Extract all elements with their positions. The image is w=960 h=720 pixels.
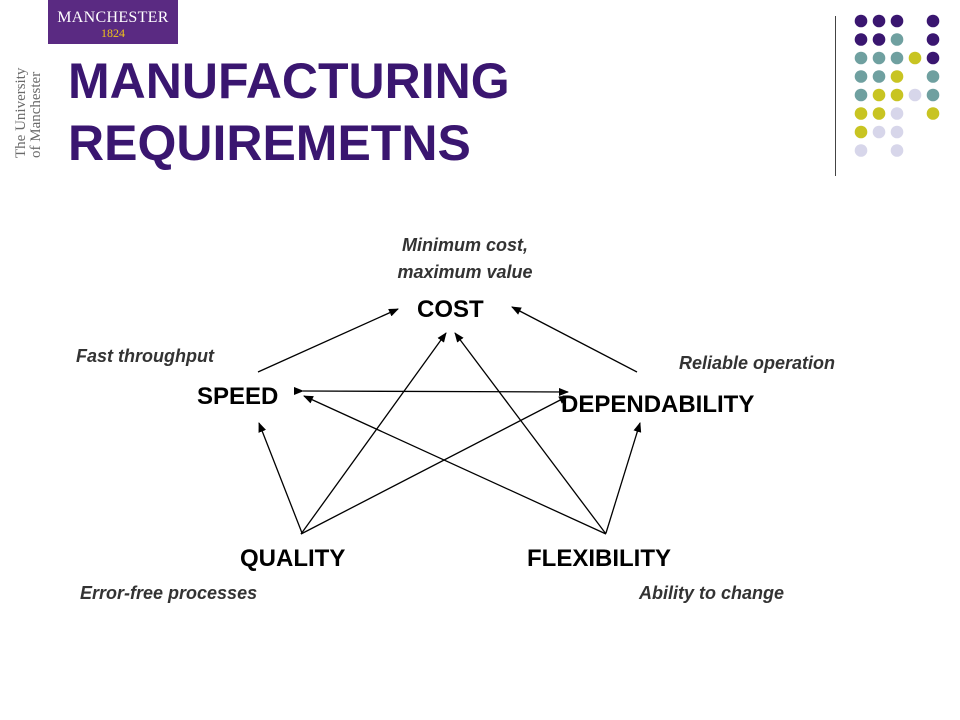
decoration-dot bbox=[926, 14, 940, 28]
cost-note: Minimum cost, maximum value bbox=[370, 232, 560, 286]
decoration-dot bbox=[872, 51, 886, 65]
speed-note: Fast throughput bbox=[76, 346, 214, 366]
decoration-dot bbox=[854, 51, 868, 65]
decoration-dot bbox=[854, 144, 868, 157]
decoration-dot bbox=[908, 51, 922, 65]
decoration-dot bbox=[854, 70, 868, 83]
decoration-dot bbox=[890, 33, 904, 46]
dot-grid-decoration bbox=[854, 14, 940, 157]
node-cost: COST bbox=[417, 296, 484, 323]
decoration-dot bbox=[890, 70, 904, 83]
logo-name: MANCHESTER bbox=[57, 9, 169, 26]
decoration-dot bbox=[890, 88, 904, 102]
decoration-dot bbox=[890, 144, 904, 157]
decoration-dot bbox=[854, 33, 868, 46]
header-divider bbox=[835, 16, 836, 176]
decoration-dot bbox=[890, 107, 904, 120]
dependability-note: Reliable operation bbox=[679, 353, 836, 373]
decoration-dot bbox=[854, 14, 868, 28]
university-logo: MANCHESTER 1824 bbox=[48, 0, 178, 44]
arrow-flexibility-to-speed bbox=[303, 395, 607, 535]
decoration-dot bbox=[872, 107, 886, 120]
decoration-dot bbox=[926, 88, 940, 102]
decoration-dot bbox=[854, 125, 868, 139]
decoration-dot bbox=[872, 14, 886, 28]
decoration-dot bbox=[926, 107, 940, 120]
arrow-quality-to-dependability bbox=[300, 395, 569, 535]
decoration-dot bbox=[926, 33, 940, 46]
decoration-dot bbox=[872, 125, 886, 139]
title-line1: MANUFACTURING bbox=[68, 53, 510, 109]
decoration-dot bbox=[872, 70, 886, 83]
decoration-dot bbox=[854, 88, 868, 102]
decoration-dot bbox=[890, 14, 904, 28]
decoration-dot bbox=[890, 125, 904, 139]
arrow-flexibility-to-cost bbox=[454, 332, 607, 535]
arrow-quality-to-cost bbox=[300, 332, 447, 535]
node-quality: QUALITY bbox=[240, 545, 346, 572]
decoration-dot bbox=[890, 51, 904, 65]
decoration-dot bbox=[926, 70, 940, 83]
decoration-dot bbox=[872, 88, 886, 102]
page-title: MANUFACTURING REQUIREMETNS bbox=[68, 50, 510, 174]
cost-note-line2: maximum value bbox=[397, 262, 533, 282]
arrow-flexibility-to-dependability bbox=[605, 422, 642, 534]
arrow-speed-to-cost bbox=[257, 308, 399, 373]
quality-note: Error-free processes bbox=[80, 583, 258, 603]
node-dependability: DEPENDABILITY bbox=[561, 391, 755, 418]
logo-year: 1824 bbox=[101, 26, 125, 40]
decoration-dot bbox=[872, 33, 886, 46]
title-line2: REQUIREMETNS bbox=[68, 115, 471, 171]
arrow-speed-dependability bbox=[293, 386, 569, 396]
decoration-dot bbox=[854, 107, 868, 120]
flexibility-note: Ability to change bbox=[639, 583, 785, 603]
node-speed: SPEED bbox=[197, 383, 279, 410]
node-flexibility: FLEXIBILITY bbox=[527, 545, 671, 572]
cost-note-line1: Minimum cost, bbox=[401, 235, 528, 255]
decoration-dot bbox=[908, 88, 922, 102]
decoration-dot bbox=[926, 51, 940, 65]
arrow-dependability-to-cost bbox=[511, 306, 638, 373]
arrow-quality-to-speed bbox=[258, 422, 303, 534]
